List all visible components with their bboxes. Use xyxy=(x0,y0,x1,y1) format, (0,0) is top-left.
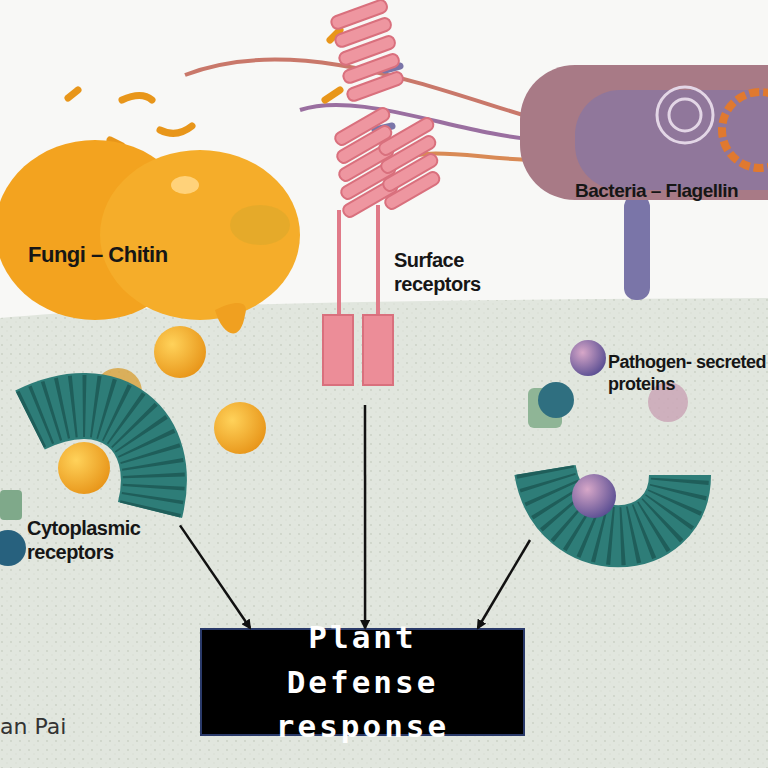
secreted-protein-receptor-group: Pathogen- secreted proteins xyxy=(530,330,768,580)
cell-ring xyxy=(669,99,701,131)
fungus-shape: Fungi – Chitin xyxy=(0,150,310,330)
coil-segment xyxy=(346,70,405,102)
fungal-cell xyxy=(100,150,300,320)
fungal-drip xyxy=(215,303,246,333)
flow-arrow xyxy=(180,525,250,628)
receptor-body xyxy=(545,470,680,536)
chitin-particle xyxy=(214,402,266,454)
receptor-domain xyxy=(538,382,574,418)
cell-ring xyxy=(657,87,713,143)
fungus-outline xyxy=(0,150,310,330)
transmembrane-domain xyxy=(323,315,353,385)
receptor-domain xyxy=(0,530,26,566)
cell-ring xyxy=(722,92,768,168)
chitin-particle xyxy=(154,326,206,378)
surface-receptor-group: Surface receptors xyxy=(320,240,500,405)
receptor-stem xyxy=(337,210,341,318)
chitin-particle xyxy=(58,442,110,494)
flow-arrow xyxy=(364,405,367,628)
texture xyxy=(230,205,290,245)
secreted-protein xyxy=(570,340,606,376)
chitin-fragment xyxy=(325,90,340,100)
chitin-fragment xyxy=(122,96,152,101)
node-label: Cytoplasmic receptors xyxy=(27,516,167,564)
receptor-stem xyxy=(376,205,380,318)
chitin-fragment xyxy=(160,126,192,133)
defense-response-box: Plant Defense response xyxy=(200,628,525,736)
receptor-ribs xyxy=(545,470,680,536)
credit-label: an Pai xyxy=(0,714,66,739)
node-label: Pathogen- secreted proteins xyxy=(608,352,768,395)
surface-receptor xyxy=(323,0,441,385)
box-title: Plant Defense response xyxy=(232,615,493,750)
chitin-fragment xyxy=(68,90,78,98)
bacterium-shape: Bacteria – Flagellin xyxy=(515,60,768,205)
highlight xyxy=(171,176,199,194)
receptor-coil xyxy=(330,0,442,219)
flow-arrow xyxy=(478,540,530,628)
node-label: Bacteria – Flagellin xyxy=(575,180,768,203)
bacterial-secretion-stalk xyxy=(624,195,650,300)
node-label: Fungi – Chitin xyxy=(28,242,268,268)
bacterial-cell xyxy=(520,65,768,200)
receptor-ribs xyxy=(30,406,154,510)
coil-segment xyxy=(383,170,441,211)
secreted-protein xyxy=(572,474,616,518)
node-label: Surface receptors xyxy=(394,248,504,296)
transmembrane-domain xyxy=(363,315,393,385)
cytoplasmic-receptor-group: Cytoplasmic receptors xyxy=(0,370,180,580)
receptor-body xyxy=(30,406,154,510)
receptor-domain xyxy=(0,490,22,520)
